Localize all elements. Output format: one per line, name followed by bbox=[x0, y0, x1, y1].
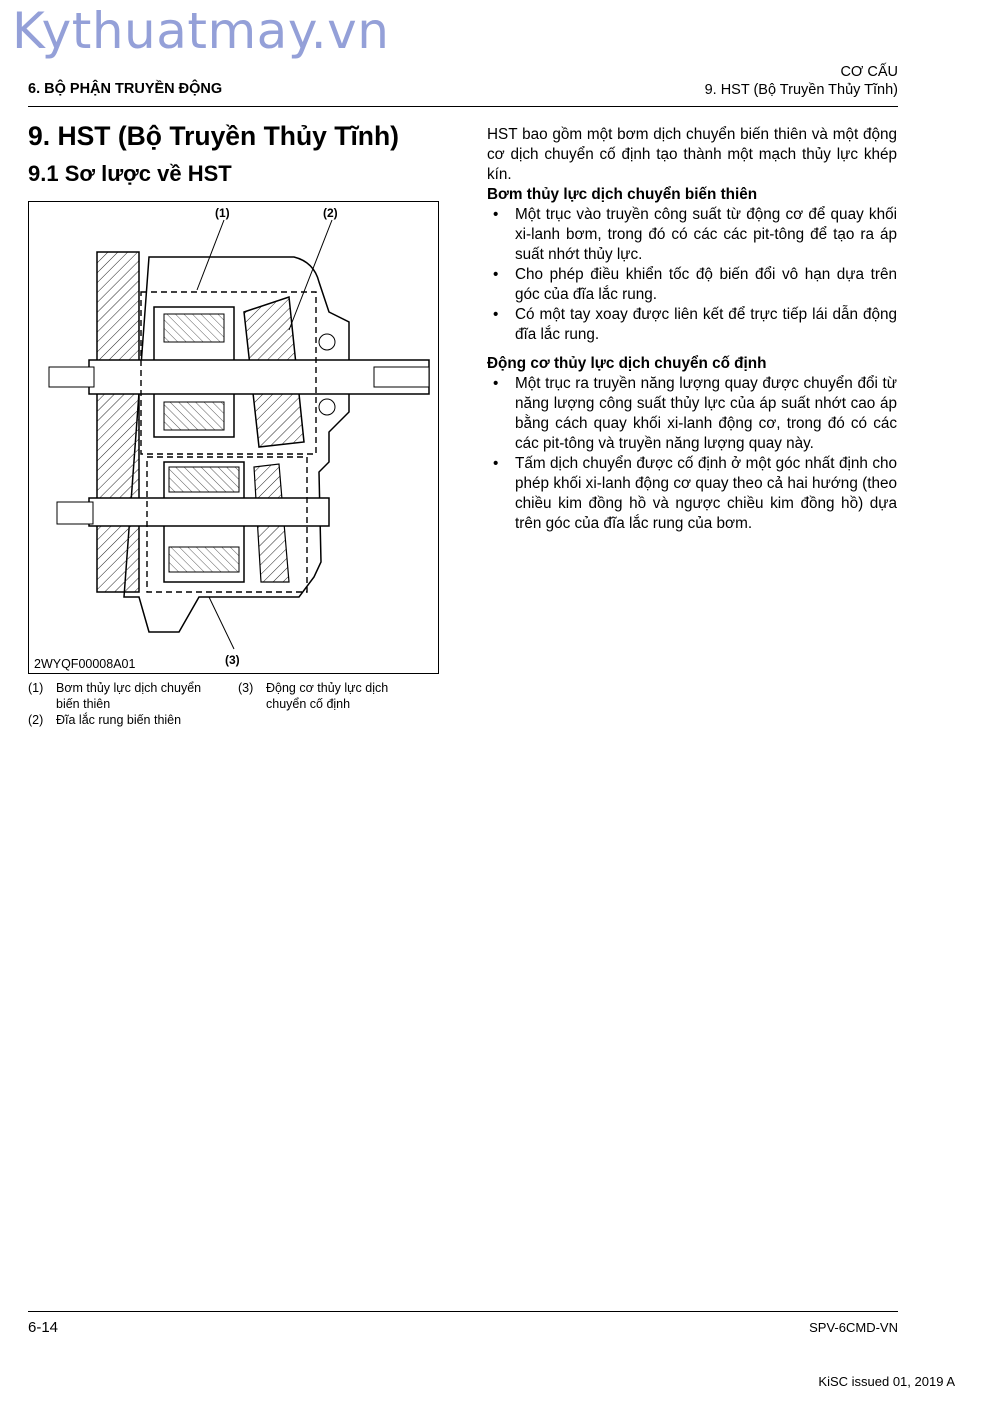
page-title: 9. HST (Bộ Truyền Thủy Tĩnh) bbox=[28, 121, 399, 151]
legend-num: (1) bbox=[28, 681, 44, 695]
page-number: 6-14 bbox=[28, 1319, 59, 1336]
header-section-line2: 9. HST (Bộ Truyền Thủy Tĩnh) bbox=[704, 82, 898, 98]
header-section-line1: CƠ CẤU bbox=[840, 64, 898, 80]
issue-stamp: KiSC issued 01, 2019 A bbox=[818, 1374, 955, 1389]
header-rule bbox=[28, 106, 898, 107]
list-item: •Một trục ra truyền năng lượng quay được… bbox=[493, 375, 897, 452]
output-shaft bbox=[88, 497, 330, 527]
page-subtitle: 9.1 Sơ lược về HST bbox=[28, 161, 232, 186]
legend-text: Động cơ thủy lực dịch chuyển cố định bbox=[266, 681, 389, 711]
motor-bullet-list: •Một trục ra truyền năng lượng quay được… bbox=[487, 374, 897, 534]
pump-outline-dashed bbox=[140, 291, 317, 455]
callout-2: (2) bbox=[323, 206, 338, 220]
pump-bullet-list: •Một trục vào truyền công suất từ động c… bbox=[487, 205, 897, 345]
header-section: CƠ CẤU 9. HST (Bộ Truyền Thủy Tĩnh) bbox=[705, 63, 898, 99]
body-text-column: HST bao gồm một bơm dịch chuyển biến thi… bbox=[487, 125, 897, 534]
document-code: SPV-6CMD-VN bbox=[809, 1320, 898, 1335]
hst-cutaway-figure: (1) (2) (3) 2WYQF00008A01 bbox=[28, 201, 439, 674]
input-shaft bbox=[88, 359, 430, 395]
list-item: •Tấm dịch chuyển được cố định ở một góc … bbox=[493, 455, 897, 532]
end-plate bbox=[96, 251, 140, 593]
legend-num: (2) bbox=[28, 713, 44, 727]
legend-text: Đĩa lắc rung biến thiên bbox=[56, 713, 182, 727]
list-item: •Cho phép điều khiển tốc độ biến đổi vô … bbox=[493, 266, 897, 303]
intro-paragraph: HST bao gồm một bơm dịch chuyển biến thi… bbox=[487, 126, 897, 183]
motor-outline-dashed bbox=[146, 456, 308, 593]
watermark-logo: Kythuatmay.vn bbox=[12, 2, 390, 60]
callout-1: (1) bbox=[215, 206, 230, 220]
callout-3: (3) bbox=[225, 653, 240, 667]
section-heading-motor: Động cơ thủy lực dịch chuyển cố định bbox=[487, 355, 767, 372]
section-heading-pump: Bơm thủy lực dịch chuyển biến thiên bbox=[487, 186, 758, 203]
list-item: •Có một tay xoay được liên kết để trực t… bbox=[493, 306, 897, 343]
legend-text: Bơm thủy lực dịch chuyển biến thiên bbox=[56, 681, 202, 711]
figure-code: 2WYQF00008A01 bbox=[34, 657, 136, 671]
hst-drawing: (1) (2) (3) bbox=[48, 206, 430, 667]
header-chapter: 6. BỘ PHẬN TRUYỀN ĐỘNG bbox=[28, 81, 223, 97]
footer-rule bbox=[28, 1311, 898, 1312]
legend-num: (3) bbox=[238, 681, 254, 695]
list-item: •Một trục vào truyền công suất từ động c… bbox=[493, 206, 897, 263]
